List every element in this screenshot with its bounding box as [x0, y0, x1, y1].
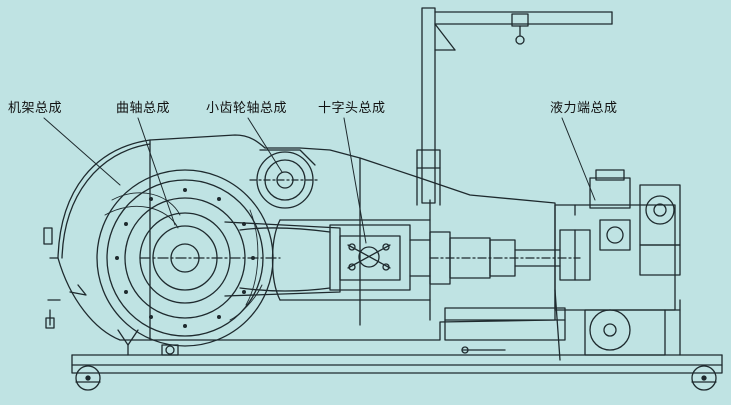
- crankshaft-assembly: [96, 169, 281, 347]
- crank-bolt-circle: [115, 188, 255, 328]
- leader-lines: [43, 117, 596, 244]
- fluid-end-assembly-label: 液力端总成: [550, 101, 618, 116]
- pinion-shaft-assembly-label: 小齿轮轴总成: [206, 101, 288, 116]
- lower-details: [45, 284, 566, 356]
- crosshead-assembly-label: 十字头总成: [318, 101, 386, 116]
- connecting-rod: [224, 221, 341, 297]
- crosshead-assembly: [329, 224, 431, 291]
- pinion-shaft-assembly: [249, 151, 321, 209]
- base-skid: [71, 354, 723, 391]
- hoist-davit: [416, 7, 613, 206]
- fluid-end-assembly: [554, 169, 681, 361]
- crankshaft-assembly-label: 曲轴总成: [116, 101, 171, 116]
- extension-rod: [429, 231, 581, 285]
- frame-assembly-label: 机架总成: [8, 101, 63, 116]
